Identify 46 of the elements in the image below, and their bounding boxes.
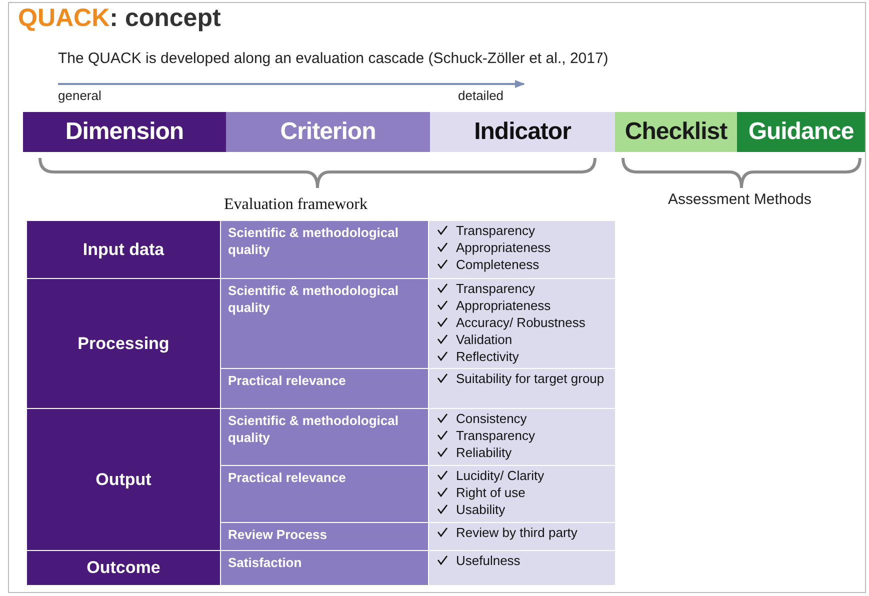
indicator-item: Review by third party: [456, 524, 578, 541]
column-header: Criterion: [226, 112, 430, 152]
indicator-panel: [429, 551, 615, 585]
indicator-panel: [429, 369, 615, 408]
criterion-label: Satisfaction: [221, 551, 428, 585]
indicator-item: Appropriateness: [456, 239, 551, 256]
dimension-label: Processing: [27, 279, 220, 408]
indicator-item: Validation: [456, 331, 512, 348]
criterion-label: Review Process: [221, 523, 428, 550]
criterion-label: Scientific & methodological quality: [221, 409, 428, 465]
indicator-item: Reflectivity: [456, 348, 519, 365]
indicator-item: Appropriateness: [456, 297, 551, 314]
dimension-label: Outcome: [27, 551, 220, 585]
group-label: Evaluation framework: [224, 196, 368, 214]
criterion-label: Practical relevance: [221, 369, 428, 408]
indicator-item: Lucidity/ Clarity: [456, 467, 544, 484]
indicator-item: Transparency: [456, 280, 535, 297]
indicator-panel: [429, 466, 615, 522]
criterion-label: Practical relevance: [221, 466, 428, 522]
indicator-item: Suitability for target group: [456, 370, 604, 387]
indicator-panel: [429, 523, 615, 550]
dimension-label: Output: [27, 409, 220, 550]
indicator-item: Transparency: [456, 427, 535, 444]
indicator-item: Right of use: [456, 484, 526, 501]
scale-label: general: [58, 88, 102, 103]
title: QUACK: concept: [18, 4, 221, 33]
indicator-panel: [429, 279, 615, 368]
group-label: Assessment Methods: [668, 191, 812, 208]
column-header: Indicator: [430, 112, 615, 152]
indicator-item: Usability: [456, 501, 506, 518]
indicator-item: Reliability: [456, 444, 512, 461]
subtitle: The QUACK is developed along an evaluation cascade (Schuck-Zöller et al., 2017): [58, 50, 608, 67]
indicator-panel: [429, 409, 615, 465]
dimension-label: Input data: [27, 221, 220, 278]
indicator-item: Transparency: [456, 222, 535, 239]
criterion-label: Scientific & methodological quality: [221, 221, 428, 278]
criterion-label: Scientific & methodological quality: [221, 279, 428, 368]
scale-label: detailed: [458, 88, 504, 103]
indicator-item: Consistency: [456, 410, 527, 427]
indicator-panel: [429, 221, 615, 278]
method-header: Guidance: [737, 112, 865, 152]
indicator-item: Completeness: [456, 256, 540, 273]
column-header: Dimension: [23, 112, 226, 152]
method-header: Checklist: [615, 112, 737, 152]
indicator-item: Usefulness: [456, 552, 520, 569]
indicator-item: Accuracy/ Robustness: [456, 314, 586, 331]
